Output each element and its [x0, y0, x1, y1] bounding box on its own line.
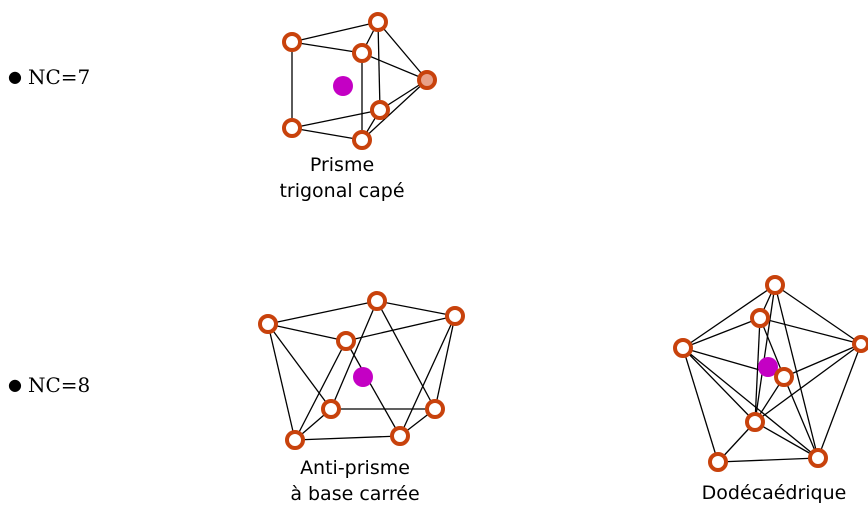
nc7-text: NC=7 — [27, 65, 91, 89]
ligand-atom — [750, 308, 770, 328]
caption-line: à base carrée — [290, 483, 420, 505]
ligand-atom — [285, 430, 305, 450]
ligand-atom — [367, 291, 387, 311]
ligand-atom — [352, 130, 372, 150]
prism-edges — [291, 21, 428, 141]
bullet-icon: ● — [8, 67, 22, 86]
caption-line: trigonal capé — [279, 180, 405, 202]
nc7-label: ● NC=7 — [8, 65, 90, 89]
ligand-atom — [368, 12, 388, 32]
ligand-atom — [282, 118, 302, 138]
ligand-atom — [708, 452, 728, 472]
central-atom — [758, 357, 778, 377]
caption-dodecahedral: Dodécaédrique — [680, 480, 868, 506]
ligand-atom — [336, 331, 356, 351]
ligand-atom — [425, 399, 445, 419]
caption-line: Dodécaédrique — [701, 482, 847, 504]
ligand-atom — [258, 314, 278, 334]
ligand-atom — [282, 32, 302, 52]
bullet-icon: ● — [8, 375, 22, 394]
antiprism-atoms — [258, 291, 465, 450]
antiprism-edges — [267, 300, 456, 441]
ligand-atom — [352, 43, 372, 63]
dodecahedron-atoms — [673, 275, 868, 472]
ligand-atom — [852, 335, 868, 353]
ligand-atom — [445, 306, 465, 326]
ligand-atom — [774, 367, 794, 387]
caption-line: Anti-prisme — [300, 457, 410, 479]
capping-atom — [417, 70, 437, 90]
ligand-atom — [808, 448, 828, 468]
ligand-atoms — [282, 12, 437, 150]
caption-capped-trigonal-prism: Prisme trigonal capé — [262, 152, 422, 204]
ligand-atom — [673, 338, 693, 358]
dodecahedron-edges — [682, 284, 862, 463]
central-atom — [333, 76, 353, 96]
ligand-atom — [765, 275, 785, 295]
caption-square-antiprism: Anti-prisme à base carrée — [275, 455, 435, 507]
central-atom — [353, 367, 373, 387]
nc8-text: NC=8 — [27, 373, 91, 397]
ligand-atom — [390, 426, 410, 446]
ligand-atom — [370, 100, 390, 120]
ligand-atom — [321, 399, 341, 419]
caption-line: Prisme — [309, 154, 375, 176]
ligand-atom — [745, 412, 765, 432]
nc8-label: ● NC=8 — [8, 373, 90, 397]
